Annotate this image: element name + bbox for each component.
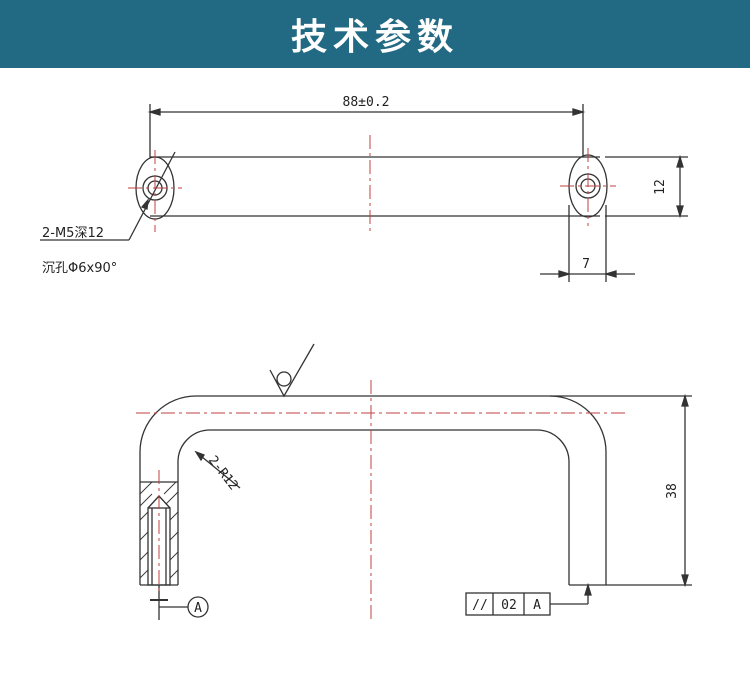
surface-finish-mark — [269, 343, 315, 398]
length-arrow-left — [147, 108, 161, 116]
hole-note-arrow — [140, 197, 149, 210]
width-arrow-left — [558, 270, 572, 278]
height-arrow-bottom — [676, 205, 684, 219]
width-dimension-text: 7 — [582, 257, 590, 272]
handle-inner-contour — [177, 429, 570, 585]
page-title: 技术参数 — [290, 17, 459, 58]
width-arrow-right — [603, 270, 617, 278]
side-height-arrow-top — [681, 393, 689, 407]
surface-finish-circle — [276, 371, 292, 387]
hole-note-text-2: 沉孔Φ6x90° — [42, 261, 117, 276]
tolerance-arrow — [584, 582, 592, 596]
radius-arrow — [194, 450, 205, 462]
side-view-centerlines — [136, 380, 625, 620]
radius-leader — [195, 451, 241, 489]
height-arrow-top — [676, 154, 684, 168]
top-view — [40, 104, 688, 282]
top-view-centerlines — [128, 135, 616, 235]
datum-label-text: A — [194, 601, 202, 616]
tolerance-symbol-text: // — [472, 598, 488, 613]
hole-note-text-1: 2-M5深12 — [42, 226, 104, 241]
side-height-dimension-text: 38 — [665, 483, 680, 499]
handle-outer-contour — [139, 395, 607, 585]
radius-dimension-text: 2-R12 — [205, 453, 241, 493]
length-dimension-text: 88±0.2 — [343, 95, 390, 110]
tolerance-value-text: 02 — [501, 598, 517, 613]
header-banner: 技术参数 — [0, 0, 750, 68]
height-dimension-text: 12 — [653, 179, 668, 195]
tolerance-datum-text: A — [533, 598, 541, 613]
length-arrow-right — [572, 108, 586, 116]
side-height-arrow-bottom — [681, 574, 689, 588]
hole-note-leader — [128, 151, 176, 241]
section-hatching — [139, 481, 179, 579]
datum-circle — [187, 596, 209, 618]
